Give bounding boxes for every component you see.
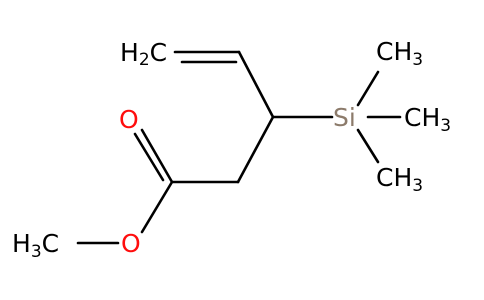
right-methyl-label: CH3 <box>404 103 451 136</box>
bonds <box>76 50 402 245</box>
carbonyl-double-bond-outer <box>140 128 174 184</box>
carbonyl-oxygen-label: O <box>119 105 139 134</box>
vinyl-ch2-label: H2C <box>120 38 167 70</box>
vinyl-to-c3-bond <box>237 50 275 119</box>
si-to-top-methyl-bond <box>356 70 380 107</box>
silicon-label: Si <box>333 103 356 132</box>
ester-oxygen-label: O <box>121 229 141 258</box>
si-to-bottom-methyl-bond <box>356 128 380 164</box>
bottom-methyl-label: CH3 <box>376 163 423 196</box>
carbonyl-double-bond-inner <box>133 132 165 182</box>
methoxy-ch3-label: H3C <box>12 229 59 262</box>
atom-labels: H2C O O H3C Si CH3 CH3 CH3 <box>12 37 451 262</box>
carbonyl-to-ester-o-bond <box>140 180 174 234</box>
top-methyl-label: CH3 <box>376 37 423 70</box>
c3-to-ch2-bond <box>236 115 275 184</box>
